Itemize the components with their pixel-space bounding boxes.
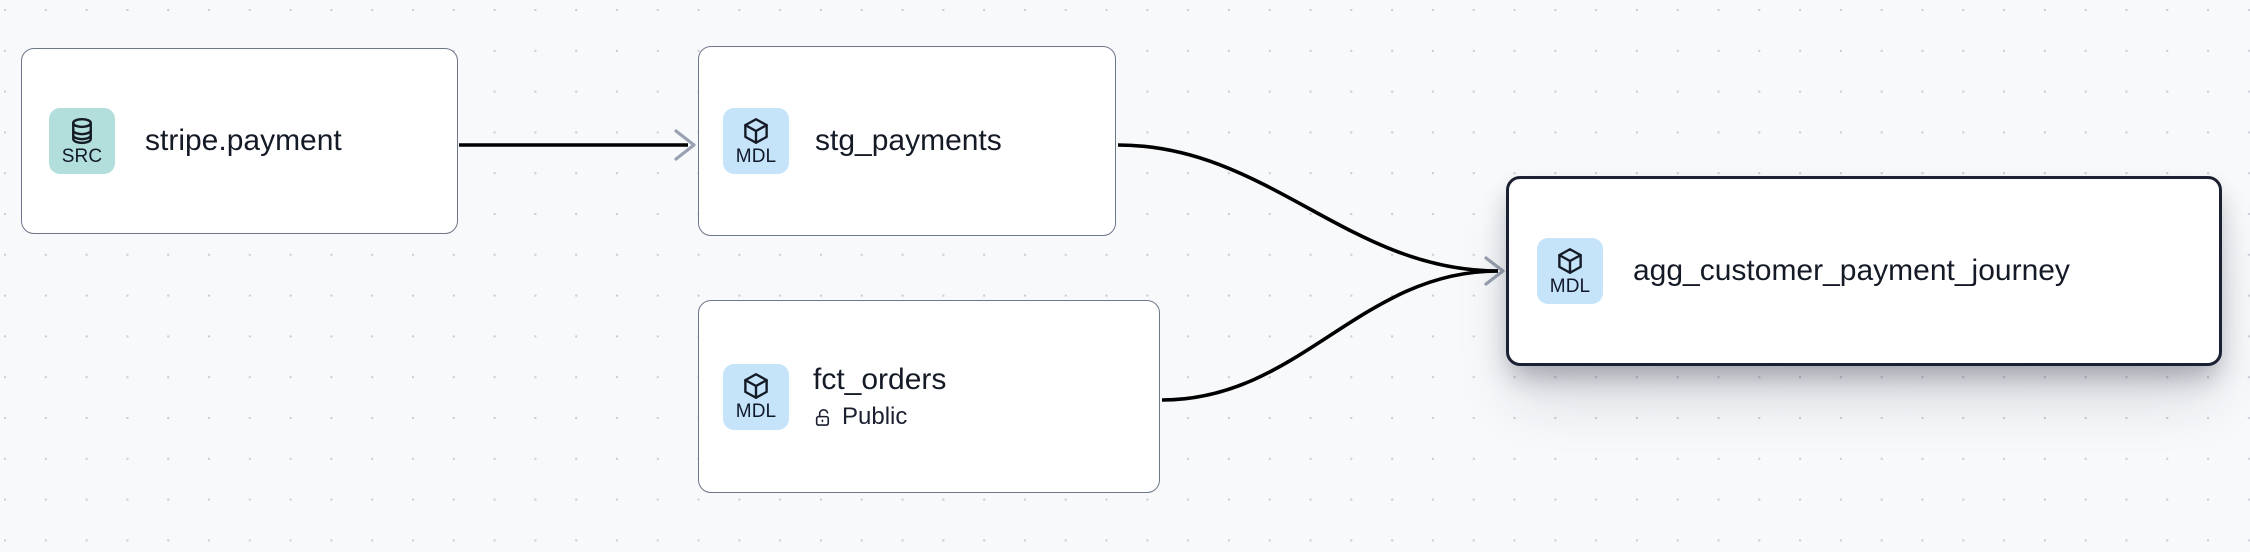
node-visibility: Public [813, 403, 946, 431]
arrowhead-icon [1484, 256, 1505, 286]
node-stripe-payment[interactable]: SRC stripe.payment [21, 48, 458, 234]
node-badge-src: SRC [49, 108, 115, 174]
node-badge-label: MDL [735, 145, 777, 167]
edge-fct-orders-to-agg-customer-payment-journey [1161, 269, 1499, 402]
node-body: agg_customer_payment_journey [1633, 253, 2070, 289]
node-badge-mdl: MDL [723, 363, 789, 430]
cube-icon [741, 371, 771, 401]
edge-stg-payments-to-agg-customer-payment-journey [1117, 143, 1499, 273]
node-body: stripe.payment [145, 123, 342, 159]
node-title: stg_payments [815, 124, 1002, 157]
node-body: stg_payments [815, 123, 1002, 159]
node-badge-mdl: MDL [723, 108, 789, 174]
cube-icon [1555, 246, 1585, 276]
node-badge-label: MDL [735, 401, 777, 422]
node-visibility-label: Public [842, 403, 908, 430]
cube-icon [741, 116, 771, 146]
node-title: stripe.payment [145, 124, 342, 157]
node-stg-payments[interactable]: MDL stg_payments [698, 46, 1116, 236]
node-agg-customer-payment-journey[interactable]: MDL agg_customer_payment_journey [1506, 176, 2222, 366]
node-title: fct_orders [813, 363, 947, 396]
node-badge-label: MDL [1549, 275, 1591, 297]
database-icon [67, 116, 97, 146]
arrowhead-icon [674, 129, 696, 161]
node-body: fct_orders Public [813, 362, 946, 431]
node-fct-orders[interactable]: MDL fct_orders Public [698, 300, 1160, 493]
node-title: agg_customer_payment_journey [1633, 254, 2070, 287]
edge-stripe-payment-to-stg-payments [459, 129, 696, 161]
node-badge-label: SRC [61, 145, 103, 167]
node-badge-mdl: MDL [1537, 238, 1603, 304]
unlock-icon [813, 407, 834, 428]
